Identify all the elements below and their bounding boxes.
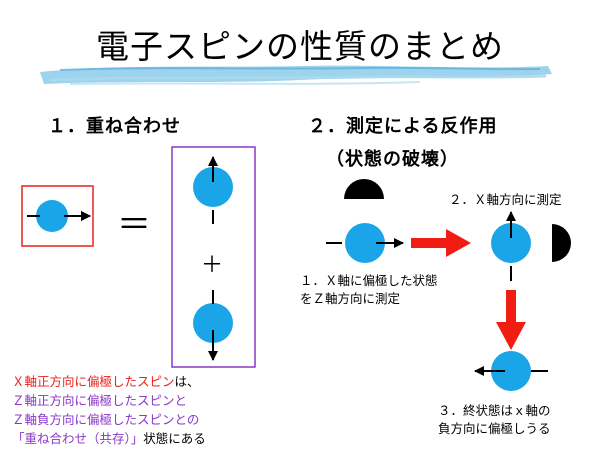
summary-line1-highlight: Ｘ軸正方向に偏極したスピン bbox=[12, 374, 175, 389]
section-measurement-subheading: （状態の破壊） bbox=[326, 149, 459, 170]
caption-step1-line2: をＺ軸方向に測定 bbox=[300, 291, 401, 306]
spin-down-icon bbox=[193, 290, 233, 361]
spin-right-icon bbox=[27, 200, 91, 232]
red-frame-box bbox=[21, 185, 94, 247]
summary-text: Ｘ軸正方向に偏極したスピンは、 Ｚ軸正方向に偏極したスピンと Ｚ軸負方向に偏極し… bbox=[12, 372, 206, 448]
caption-step3: ３．終状態はｘ軸の 負方向に偏極しうる bbox=[438, 402, 551, 438]
purple-frame-box bbox=[171, 146, 256, 368]
spin-right-icon bbox=[326, 223, 404, 263]
red-arrow-right-icon bbox=[411, 229, 471, 257]
summary-line3: Ｚ軸負方向に偏極したスピンとの bbox=[12, 412, 200, 427]
summary-line4-rest: 状態にある bbox=[143, 431, 206, 446]
caption-step1-line1: １．Ｘ軸に偏極した状態 bbox=[300, 273, 438, 288]
summary-line4-highlight: 「重ね合わせ（共存）」 bbox=[12, 431, 144, 446]
caption-step2: ２．Ｘ軸方向に測定 bbox=[449, 192, 562, 207]
detector-right-icon bbox=[552, 224, 571, 262]
section-measurement-heading: ２．測定による反作用 bbox=[308, 116, 498, 137]
detector-top-icon bbox=[344, 179, 384, 199]
section-superposition-heading: １．重ね合わせ bbox=[48, 116, 181, 137]
caption-step3-line1: ３．終状態はｘ軸の bbox=[438, 403, 551, 418]
title-brush-decoration bbox=[40, 65, 552, 85]
spin-left-icon bbox=[474, 351, 548, 391]
plus-sign: ＋ bbox=[201, 253, 224, 278]
red-arrow-down-icon bbox=[496, 290, 526, 350]
caption-step3-line2: 負方向に偏極しうる bbox=[438, 421, 551, 436]
spin-up-icon bbox=[193, 156, 233, 224]
summary-line1: Ｘ軸正方向に偏極したスピンは、 bbox=[12, 372, 206, 391]
equals-sign: ＝ bbox=[117, 205, 151, 245]
summary-line2: Ｚ軸正方向に偏極したスピンと bbox=[12, 393, 188, 408]
caption-step1: １．Ｘ軸に偏極した状態 をＺ軸方向に測定 bbox=[300, 272, 438, 308]
summary-line1-rest: は、 bbox=[174, 374, 200, 389]
spin-up-icon bbox=[491, 211, 531, 281]
page-title: 電子スピンの性質のまとめ bbox=[96, 27, 504, 66]
summary-line4: 「重ね合わせ（共存）」状態にある bbox=[12, 429, 206, 448]
